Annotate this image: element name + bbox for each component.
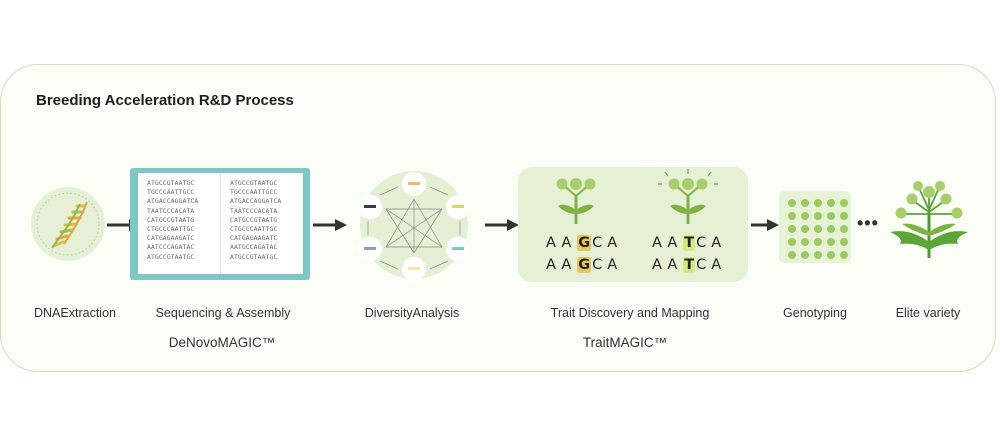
plate-well [801, 212, 809, 220]
step-label-sequencing: Sequencing & Assembly [155, 306, 291, 320]
plate-well [814, 238, 822, 246]
product-traitmagic: TraitMAGIC™ [582, 335, 668, 350]
plate-well [814, 225, 822, 233]
product-denovomagic: DeNovoMAGIC™ [168, 335, 276, 350]
sequence-line: AATCCCAGATAC [147, 243, 195, 252]
snp-highlight-g: G [577, 235, 592, 251]
sequence-line: TAATCCCACATA [230, 206, 278, 215]
step-label-dna-extraction: DNAExtraction [34, 306, 116, 320]
plate-well [827, 212, 835, 220]
plate-well [827, 199, 835, 207]
arrow-icon [313, 219, 347, 231]
well-plate-icon [779, 191, 851, 263]
sequence-line: ATGACCAGGATCA [230, 197, 282, 206]
sequence-line: CATGAGAAGATC [147, 234, 195, 243]
plate-well [827, 251, 835, 259]
plate-well [788, 225, 796, 233]
plate-well [827, 225, 835, 233]
flower-plant-icon [658, 169, 718, 224]
sequence-line: ATGCCGTAATGC [147, 179, 195, 187]
elite-plant-icon [890, 181, 968, 258]
sequence-line: TAATCCCACATA [147, 206, 195, 215]
diversity-network-icon [358, 171, 470, 281]
sequence-line: ATGACCAGGATCA [147, 197, 199, 206]
plate-well [801, 251, 809, 259]
plate-well [827, 238, 835, 246]
plate-well [814, 212, 822, 220]
plate-well [788, 212, 796, 220]
step-label-trait-discovery: Trait Discovery and Mapping [550, 306, 710, 320]
plate-well [788, 199, 796, 207]
sequence-line: ATGCCGTAATGC [230, 252, 278, 261]
plate-well [840, 238, 848, 246]
sequence-line: TGCCCAATTGCC [147, 188, 195, 197]
plate-well [801, 199, 809, 207]
plate-well [840, 251, 848, 259]
arrow-icon [751, 219, 779, 231]
plate-well [840, 225, 848, 233]
step-label-elite-variety: Elite variety [895, 306, 961, 320]
page-title: Breeding Acceleration R&D Process [36, 92, 294, 109]
trait-panel [518, 167, 748, 282]
plate-well [840, 212, 848, 220]
plate-well [801, 238, 809, 246]
sequence-line: CATGAGAAGATC [230, 234, 278, 243]
dna-helix-icon [31, 187, 105, 261]
step-label-genotyping: Genotyping [783, 306, 847, 320]
sequence-line: TGCCCAATTGCC [230, 188, 278, 197]
sequence-line: ATGCCGTAATGC [230, 179, 278, 187]
plate-well [840, 199, 848, 207]
sequence-line: AATGCCAGATAC [230, 243, 278, 252]
sequence-line: CTGCCCAATTGC [147, 225, 195, 234]
flower-plant-icon [556, 178, 596, 224]
ellipsis: ••• [857, 213, 879, 233]
step-label-diversity: DiversityAnalysis [364, 306, 460, 320]
plate-well [814, 199, 822, 207]
plate-well [788, 238, 796, 246]
sequence-line: CATGCCGTAATG [147, 215, 195, 224]
plate-well [801, 225, 809, 233]
snp-highlight-g: G [577, 257, 592, 273]
plate-well [814, 251, 822, 259]
sequence-line: CTGCCCAATTGC [230, 225, 278, 234]
sequence-line: CATGCCGTAATG [230, 215, 278, 224]
sequence-line: ATGCCGTAATGC [147, 252, 195, 261]
snp-highlight-t: T [683, 257, 696, 273]
plate-well [788, 251, 796, 259]
snp-highlight-t: T [683, 235, 696, 251]
arrow-icon [485, 219, 519, 231]
